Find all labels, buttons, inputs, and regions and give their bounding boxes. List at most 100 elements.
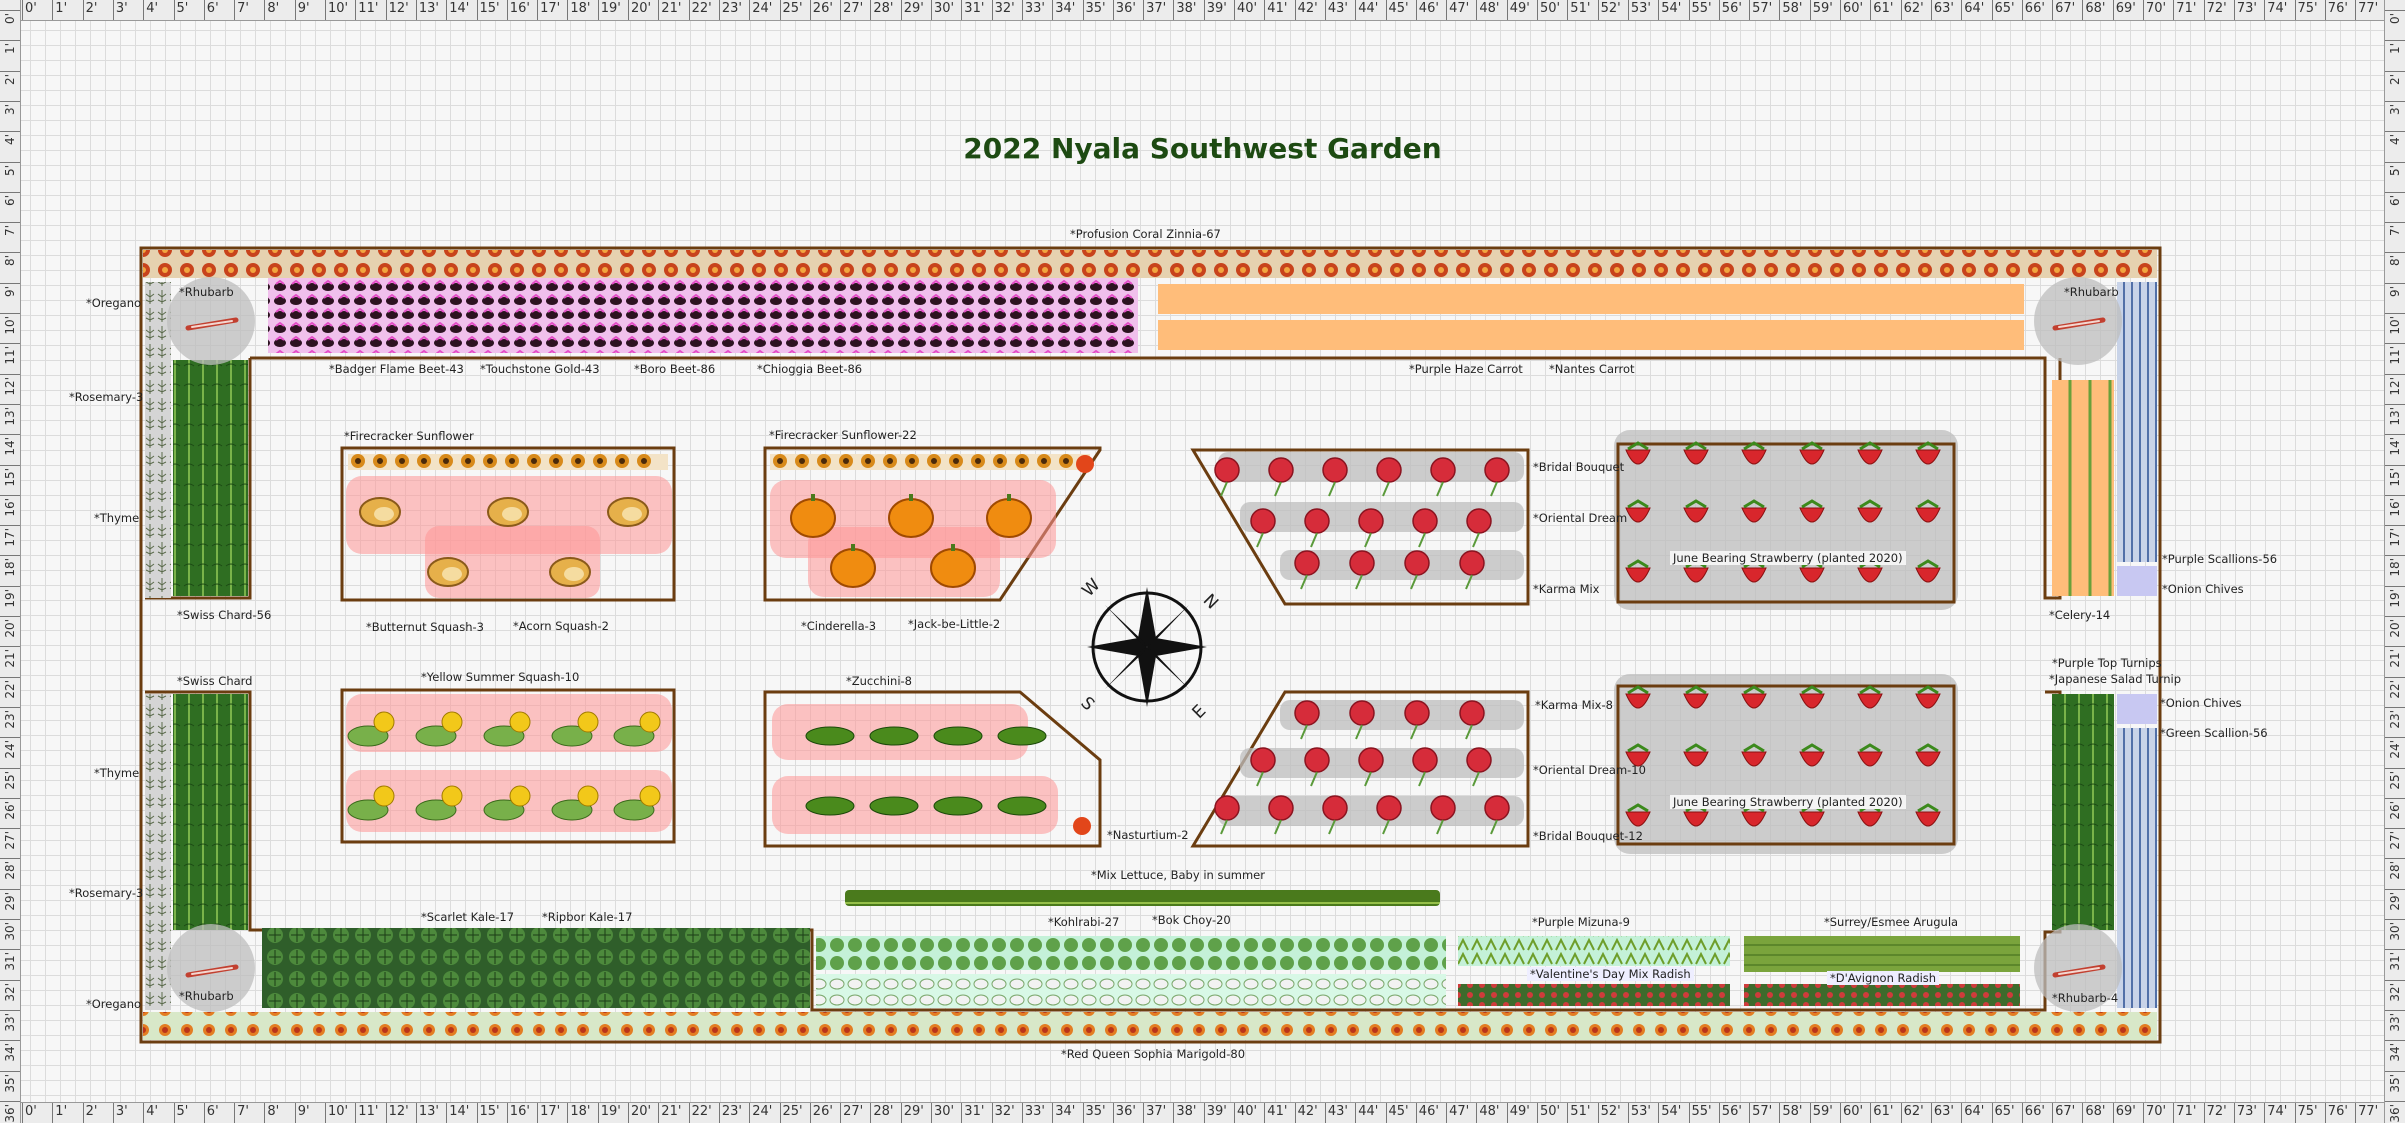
flower-icon xyxy=(1214,457,1240,483)
ruler-tick: 2' xyxy=(82,0,97,20)
label-oriental-dream-bottom[interactable]: *Oriental Dream-10 xyxy=(1533,763,1646,777)
label-badger-beet[interactable]: *Badger Flame Beet-43 xyxy=(329,362,464,376)
label-celery[interactable]: *Celery-14 xyxy=(2049,608,2111,622)
label-zinnia[interactable]: *Profusion Coral Zinnia-67 xyxy=(1070,227,1221,241)
ruler-tick: 75' xyxy=(2294,0,2318,20)
label-ripbor-kale[interactable]: *Ripbor Kale-17 xyxy=(542,910,633,924)
label-green-scallion[interactable]: *Green Scallion-56 xyxy=(2160,726,2268,740)
ruler-tick: 7' xyxy=(234,0,249,20)
sunflower-center-icon xyxy=(843,458,849,464)
flower-stem-icon xyxy=(1490,481,1498,497)
label-purple-scallions[interactable]: *Purple Scallions-56 xyxy=(2162,552,2278,566)
ruler-tick: 2' xyxy=(82,1103,97,1123)
ruler-tick: 3' xyxy=(0,100,20,132)
label-valentines-radish[interactable]: *Valentine's Day Mix Radish xyxy=(1527,967,1694,981)
flower-icon xyxy=(1404,550,1430,576)
label-bridal-bouquet-bottom[interactable]: *Bridal Bouquet-12 xyxy=(1533,829,1643,843)
label-kohlrabi[interactable]: *Kohlrabi-27 xyxy=(1048,915,1120,929)
label-onion-chives-top[interactable]: *Onion Chives xyxy=(2162,582,2244,596)
label-cinderella[interactable]: *Cinderella-3 xyxy=(801,619,877,633)
ruler-tick: 8' xyxy=(0,252,20,283)
flower-stem-icon xyxy=(1300,724,1308,740)
ruler-tick: 7' xyxy=(234,1103,249,1123)
flower-icon xyxy=(1484,457,1510,483)
label-rosemary-top[interactable]: *Rosemary-3 xyxy=(69,390,144,404)
label-nasturtium[interactable]: *Nasturtium-2 xyxy=(1107,828,1189,842)
sunflower-center-icon xyxy=(909,458,915,464)
ruler-tick: 32' xyxy=(2385,979,2405,1011)
label-acorn-squash[interactable]: *Acorn Squash-2 xyxy=(513,619,609,633)
summer-squash-icon xyxy=(551,799,593,821)
flower-icon xyxy=(1459,700,1485,726)
strawberry-icon xyxy=(1857,693,1883,709)
strawberry-icon xyxy=(1683,507,1709,523)
label-oregano-top[interactable]: *Oregano xyxy=(86,296,142,310)
label-japanese-salad-turnip[interactable]: *Japanese Salad Turnip xyxy=(2049,672,2182,686)
label-yellow-summer-squash[interactable]: *Yellow Summer Squash-10 xyxy=(421,670,580,684)
zucchini-icon xyxy=(805,726,855,746)
label-purple-haze-carrot[interactable]: *Purple Haze Carrot xyxy=(1409,362,1523,376)
ruler-tick: 27' xyxy=(0,828,20,859)
label-jack-be-little[interactable]: *Jack-be-Little-2 xyxy=(908,617,1001,631)
label-firecracker-sunflower-22[interactable]: *Firecracker Sunflower-22 xyxy=(769,428,917,442)
flower-stem-icon xyxy=(1472,532,1480,548)
label-bridal-bouquet-top[interactable]: *Bridal Bouquet xyxy=(1533,460,1625,474)
label-karma-mix-top[interactable]: *Karma Mix xyxy=(1533,582,1600,596)
label-zucchini[interactable]: *Zucchini-8 xyxy=(846,674,912,688)
ruler-tick: 3' xyxy=(112,0,128,20)
label-surrey-arugula[interactable]: *Surrey/Esmee Arugula xyxy=(1824,915,1959,929)
label-purple-mizuna[interactable]: *Purple Mizuna-9 xyxy=(1532,915,1630,929)
label-butternut-squash[interactable]: *Butternut Squash-3 xyxy=(366,620,484,634)
label-strawberry-top[interactable]: June Bearing Strawberry (planted 2020) xyxy=(1670,551,1906,565)
label-rhubarb-bottom-left[interactable]: *Rhubarb xyxy=(179,989,234,1003)
label-swiss-chard-56[interactable]: *Swiss Chard-56 xyxy=(177,608,272,622)
flower-stem-icon xyxy=(1436,819,1444,835)
ruler-tick: 26' xyxy=(0,797,20,829)
strawberry-leaf-icon xyxy=(1743,441,1765,451)
label-marigold[interactable]: *Red Queen Sophia Marigold-80 xyxy=(1061,1047,1246,1061)
label-oregano-bottom[interactable]: *Oregano xyxy=(86,997,142,1011)
label-oriental-dream-top[interactable]: *Oriental Dream xyxy=(1533,511,1628,525)
squash-highlight-icon xyxy=(622,507,642,521)
label-touchstone[interactable]: *Touchstone Gold-43 xyxy=(480,362,600,376)
nasturtium-icon xyxy=(1073,817,1091,835)
label-scarlet-kale[interactable]: *Scarlet Kale-17 xyxy=(421,910,515,924)
label-swiss-chard[interactable]: *Swiss Chard xyxy=(177,674,253,688)
strawberry-leaf-icon xyxy=(1627,803,1649,813)
label-karma-mix-bottom[interactable]: *Karma Mix-8 xyxy=(1535,698,1613,712)
label-boro-beet[interactable]: *Boro Beet-86 xyxy=(634,362,716,376)
label-chioggia-beet[interactable]: *Chioggia Beet-86 xyxy=(757,362,863,376)
flower-stem-icon xyxy=(1364,532,1372,548)
label-onion-chives-bottom[interactable]: *Onion Chives xyxy=(2160,696,2242,710)
ruler-tick: 67' xyxy=(2052,0,2075,20)
ruler-tick: 30' xyxy=(931,1103,954,1123)
label-thyme-bottom[interactable]: *Thyme xyxy=(94,766,140,780)
strawberry-icon xyxy=(1799,567,1825,583)
label-strawberry-bottom[interactable]: June Bearing Strawberry (planted 2020) xyxy=(1670,795,1906,809)
label-mix-lettuce[interactable]: *Mix Lettuce, Baby in summer xyxy=(1091,868,1265,882)
label-rhubarb-top-right[interactable]: *Rhubarb xyxy=(2064,285,2119,299)
label-purple-top-turnips[interactable]: *Purple Top Turnips xyxy=(2052,656,2162,670)
squash-blossom-icon xyxy=(639,785,661,807)
strawberry-icon xyxy=(1857,449,1883,465)
ruler-tick: 22' xyxy=(2385,676,2405,708)
ruler-tick: 7' xyxy=(0,222,20,253)
ruler-tick: 60' xyxy=(1840,1103,1863,1123)
ruler-tick: 5' xyxy=(173,0,188,20)
label-davignon-radish[interactable]: *D'Avignon Radish xyxy=(1827,971,1940,985)
sunflower-center-icon xyxy=(997,458,1003,464)
zucchini-icon xyxy=(933,796,983,816)
label-nantes-carrot[interactable]: *Nantes Carrot xyxy=(1549,362,1635,376)
ruler-tick: 15' xyxy=(2385,464,2405,496)
label-rhubarb-4[interactable]: *Rhubarb-4 xyxy=(2052,991,2119,1005)
ruler-tick: 16' xyxy=(506,1103,530,1123)
ruler-tick: 48' xyxy=(1476,1103,1500,1123)
label-rhubarb-top-left[interactable]: *Rhubarb xyxy=(179,285,234,299)
ruler-tick: 29' xyxy=(2385,888,2405,920)
zucchini-icon xyxy=(869,796,919,816)
ruler-tick: 61' xyxy=(1870,1103,1893,1123)
label-bok-choy[interactable]: *Bok Choy-20 xyxy=(1152,913,1231,927)
label-rosemary-bottom[interactable]: *Rosemary-3 xyxy=(69,886,144,900)
label-thyme-top[interactable]: *Thyme xyxy=(94,511,140,525)
label-firecracker-sunflower[interactable]: *Firecracker Sunflower xyxy=(344,429,474,443)
